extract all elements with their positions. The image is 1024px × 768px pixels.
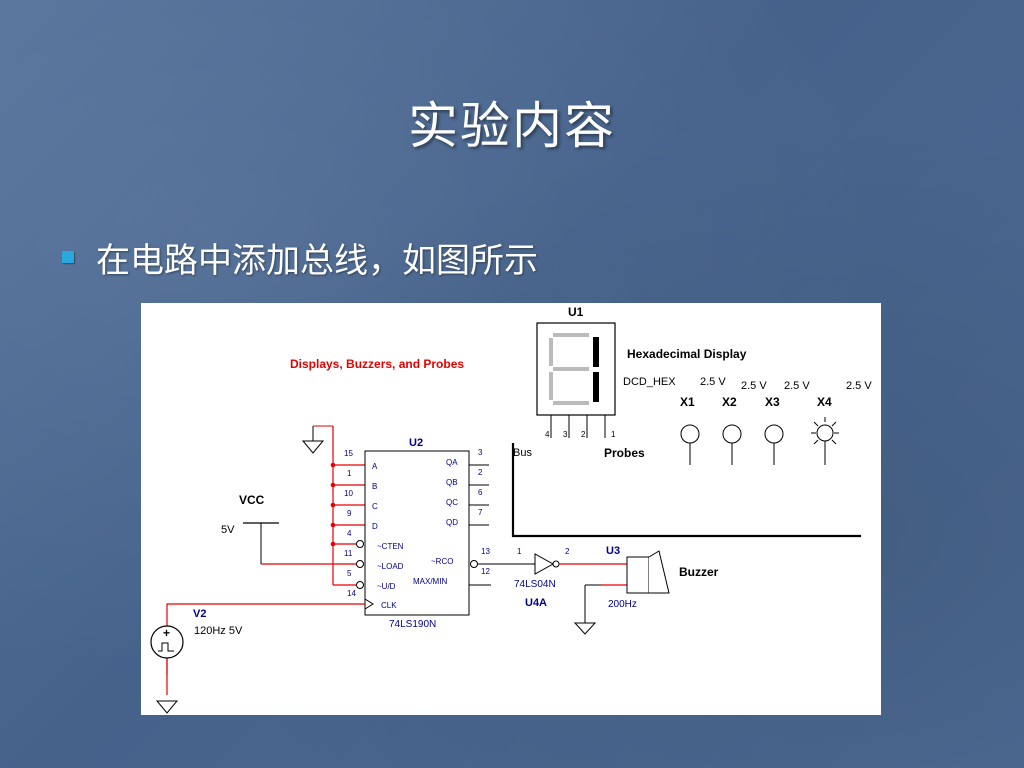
probes: 2.5 V 2.5 V 2.5 V 2.5 V X1 X2 X3 X4 [604, 376, 872, 465]
counter-pin-num: 2 [478, 468, 483, 477]
counter-model: 74LS190N [389, 619, 436, 630]
counter-pin-name: ~LOAD [377, 562, 404, 571]
probe-name: X3 [765, 395, 780, 409]
probes-label: Probes [604, 446, 645, 460]
counter-pin-name: QC [446, 498, 458, 507]
ground-top-icon [301, 425, 333, 454]
clock-source-icon [150, 625, 184, 659]
counter-pin-num: 1 [347, 469, 352, 478]
counter-ref: U2 [409, 437, 423, 449]
inverter-pin: 2 [565, 547, 570, 556]
display-ref: U1 [568, 305, 584, 319]
counter-pin-num: 9 [347, 509, 352, 518]
bullet-item: 在电路中添加总线，如图所示 [62, 232, 538, 282]
plus-icon: + [163, 626, 170, 640]
display-pin: 1 [611, 430, 616, 439]
counter-ic: U2 74LS190N 15 1 10 9 4 11 5 14 A B C D … [344, 437, 491, 630]
buzzer-label: Buzzer [679, 565, 719, 579]
probe-voltage: 2.5 V [700, 376, 726, 388]
inverter-pin: 1 [517, 547, 522, 556]
clock-ref: V2 [193, 608, 206, 620]
counter-pin-num: 7 [478, 508, 483, 517]
counter-pin-num: 14 [347, 589, 356, 598]
buzzer: U3 Buzzer 200Hz [559, 545, 719, 635]
square-wave-icon [158, 642, 174, 652]
buzzer-horn-icon [648, 550, 670, 594]
counter-pin-num: 5 [347, 569, 352, 578]
counter-pin-name: C [372, 502, 378, 511]
counter-pin-name: MAX/MIN [413, 577, 447, 586]
counter-pin-name: QD [446, 518, 458, 527]
red-input-wires [332, 426, 365, 586]
counter-pin-name: ~RCO [431, 557, 453, 566]
clock-value: 120Hz 5V [194, 625, 243, 637]
display-label: Hexadecimal Display [627, 347, 747, 361]
display-model: DCD_HEX [623, 376, 676, 388]
ground-bottom-icon [155, 700, 179, 714]
clock-source: V2 120Hz 5V + [150, 603, 365, 695]
probe-voltage: 2.5 V [846, 380, 872, 392]
display-pin: 2 [581, 430, 586, 439]
counter-pin-num: 15 [344, 449, 353, 458]
inverter-ref: U4A [525, 597, 547, 609]
counter-pin-name: ~U/D [377, 582, 396, 591]
slide-title: 实验内容 [408, 97, 616, 155]
probe-voltage: 2.5 V [784, 380, 810, 392]
counter-output-leads [469, 464, 491, 586]
counter-pin-name: ~CTEN [377, 542, 404, 551]
vcc-label: VCC [239, 493, 265, 507]
probe-lamp-icons [680, 424, 834, 465]
vcc-value: 5V [221, 524, 235, 536]
buzzer-ref: U3 [606, 545, 620, 557]
counter-pin-num: 11 [344, 549, 353, 558]
clock-wedge-icon [364, 598, 374, 610]
probe-lit-rays-icon [811, 417, 839, 445]
probe-name: X2 [722, 395, 737, 409]
counter-pin-num: 6 [478, 488, 483, 497]
counter-pin-name: QA [446, 458, 458, 467]
hex-display: U1 4 3 2 1 Hexadecimal Display DCD_HEX [536, 305, 747, 439]
counter-pin-name: QB [446, 478, 458, 487]
counter-body [364, 450, 470, 616]
counter-pin-num: 13 [481, 547, 490, 556]
counter-pin-num: 12 [481, 567, 490, 576]
display-pin: 3 [563, 430, 568, 439]
probe-name: X4 [817, 395, 832, 409]
counter-pin-name: A [372, 462, 378, 471]
display-pin-leads [550, 415, 606, 438]
bullet-text: 在电路中添加总线，如图所示 [96, 240, 538, 281]
section-title: Displays, Buzzers, and Probes [290, 357, 464, 371]
inverter-model: 74LS04N [514, 579, 556, 590]
counter-pin-name: CLK [381, 601, 397, 610]
probe-name: X1 [680, 395, 695, 409]
counter-pin-num: 3 [478, 448, 483, 457]
inverter-gate: 1 2 74LS04N U4A [491, 547, 570, 609]
inverter-triangle-icon [534, 553, 555, 575]
buzzer-body-icon [626, 556, 650, 594]
counter-pin-num: 10 [344, 489, 353, 498]
display-segments-off [549, 333, 589, 405]
counter-pin-name: D [372, 522, 378, 531]
junction-dots [330, 462, 336, 547]
counter-pin-num: 4 [347, 529, 352, 538]
display-pin: 4 [545, 430, 550, 439]
buzzer-freq: 200Hz [608, 599, 637, 610]
probe-voltage: 2.5 V [741, 380, 767, 392]
ground-buzzer-icon [573, 622, 597, 635]
circuit-diagram: Displays, Buzzers, and Probes U1 4 3 2 1… [141, 303, 881, 715]
bullet-square-icon [62, 251, 74, 263]
vcc-source: VCC 5V [221, 493, 356, 565]
bus-label: Bus [513, 447, 532, 459]
inversion-bubbles [356, 540, 478, 589]
counter-pin-name: B [372, 482, 377, 491]
bus: Bus [511, 443, 861, 538]
circuit-schematic: Displays, Buzzers, and Probes U1 4 3 2 1… [150, 305, 872, 714]
